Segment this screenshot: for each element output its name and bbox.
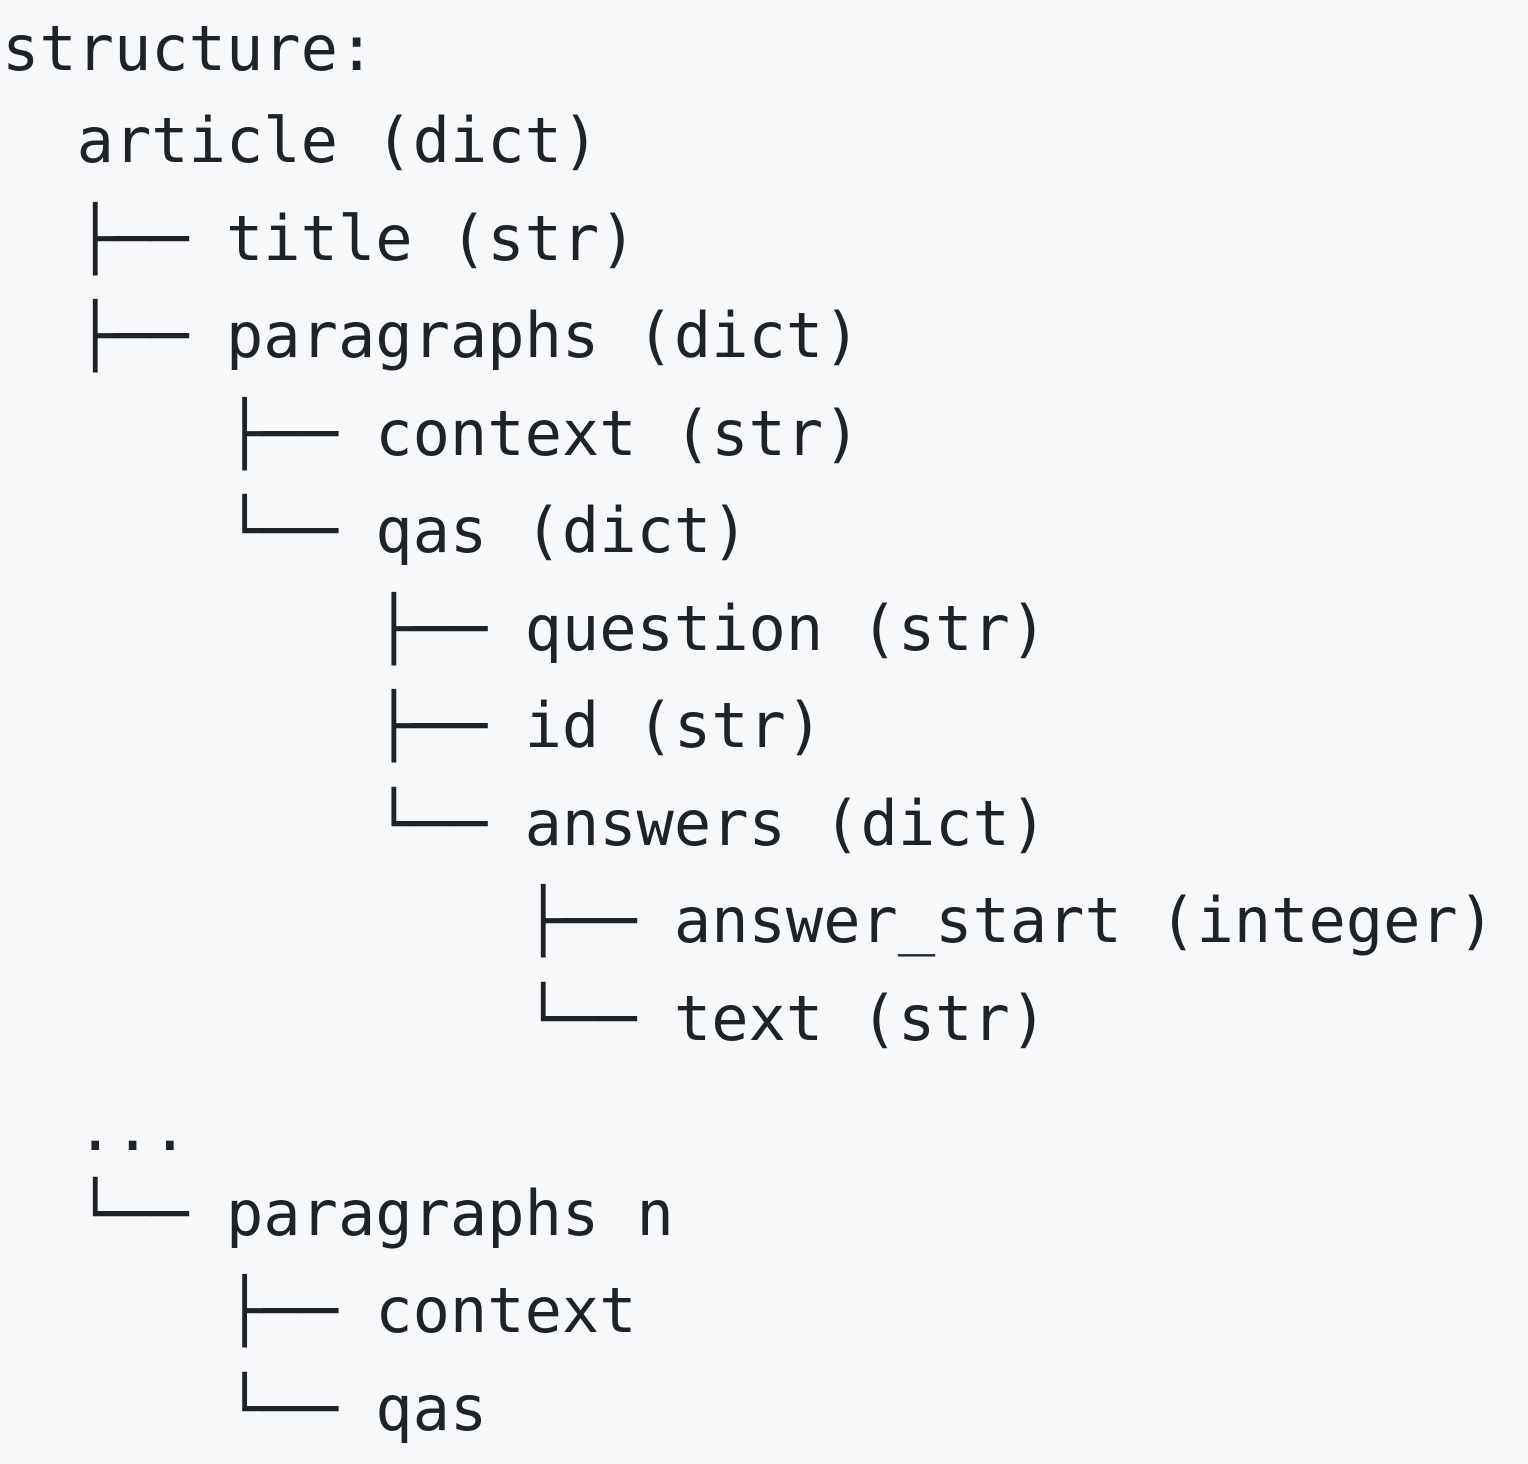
code-line: └── text (str) [2,982,1048,1055]
code-line: ... [2,1092,189,1165]
code-line: ├── context [2,1274,637,1347]
code-line: └── answers (dict) [2,787,1048,860]
code-line: └── qas (dict) [2,494,749,567]
code-line: ├── id (str) [2,689,824,762]
code-line: └── qas [2,1372,488,1445]
code-line: ├── title (str) [2,202,637,275]
code-line: └── paragraphs n [2,1177,674,1250]
code-line: article (dict) [2,104,600,177]
code-line: ├── answer_start (integer) [2,884,1496,957]
code-line: ├── question (str) [2,592,1048,665]
code-line: ├── paragraphs (dict) [2,299,861,372]
code-line: ├── context (str) [2,397,861,470]
code-line: structure: [2,12,376,85]
